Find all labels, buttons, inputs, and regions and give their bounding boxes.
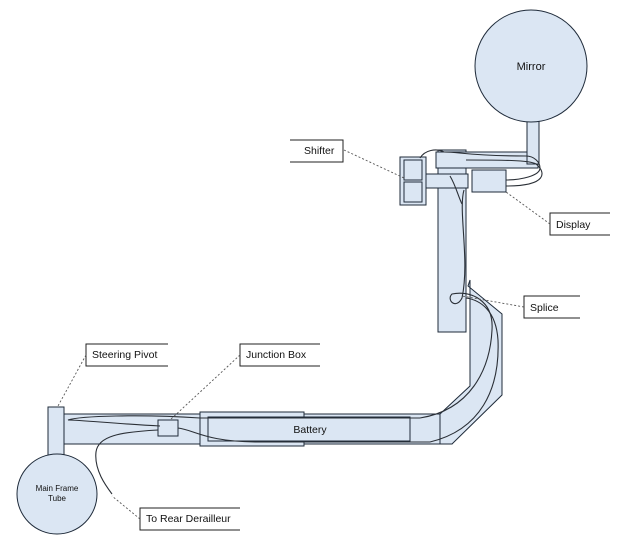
mirror-label: Mirror — [517, 61, 546, 73]
junction-box-label: Junction Box — [246, 349, 307, 361]
splice-label: Splice — [530, 302, 559, 314]
to-rear-derailleur-label: To Rear Derailleur — [146, 513, 231, 525]
main-frame-tube-label-line2: Tube — [48, 494, 66, 503]
callout-junction-box: Junction Box — [169, 343, 320, 421]
callout-splice: Splice — [461, 295, 580, 319]
wiring — [67, 149, 543, 495]
callout-to-rear-derailleur: To Rear Derailleur — [111, 495, 240, 531]
display-label: Display — [556, 219, 591, 231]
display-unit — [471, 169, 507, 193]
shifter-unit — [399, 156, 469, 206]
callout-shifter: Shifter — [290, 139, 405, 179]
callout-steering-pivot: Steering Pivot — [57, 343, 168, 407]
junction-box — [157, 419, 179, 437]
battery-label: Battery — [293, 424, 327, 436]
shifter-label: Shifter — [304, 145, 335, 157]
frame-tube-assembly — [61, 119, 540, 445]
steering-pivot-label: Steering Pivot — [92, 349, 157, 361]
bent-frame-tube — [439, 279, 503, 445]
callout-display: Display — [505, 191, 610, 236]
battery — [207, 416, 411, 442]
mirror — [474, 9, 588, 123]
main-frame-tube — [16, 453, 98, 535]
main-frame-tube-label-line1: Main Frame — [36, 484, 79, 493]
